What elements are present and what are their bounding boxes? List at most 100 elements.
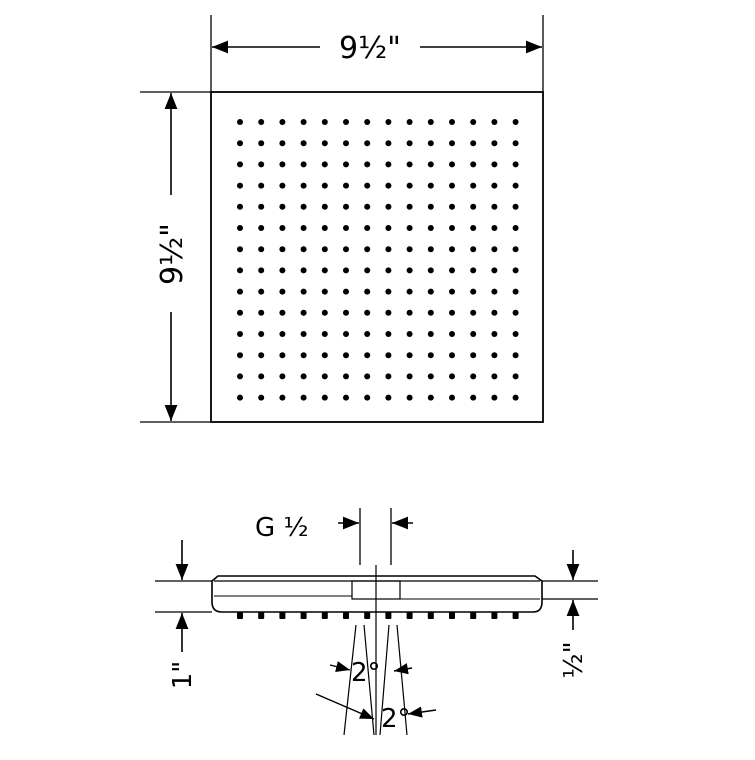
angle-upper-arrow-right xyxy=(393,663,413,675)
nozzle-dot xyxy=(449,373,455,380)
nozzle-dot xyxy=(512,288,519,295)
nozzle-dot xyxy=(258,331,265,337)
nozzle-dot xyxy=(237,161,243,168)
nozzle-dot xyxy=(237,331,243,337)
nozzle-dot xyxy=(406,309,413,316)
nozzle-dot xyxy=(427,225,434,231)
nozzle-dot xyxy=(364,331,371,337)
nozzle-dot xyxy=(512,246,519,253)
nozzle-dot xyxy=(491,331,498,337)
nozzle-dot xyxy=(343,331,349,337)
nozzle-dot xyxy=(237,203,243,210)
height-label: 9½" xyxy=(155,223,190,285)
nozzle-dot xyxy=(427,331,434,337)
nozzle-dot xyxy=(449,203,455,210)
nozzle-dot xyxy=(449,246,455,253)
nozzle-dot xyxy=(364,203,371,210)
side-view: G ½ 1" ½" 2° xyxy=(155,508,598,736)
nozzle-dot xyxy=(279,182,286,189)
nozzle-dot xyxy=(491,352,498,359)
nozzle-dot xyxy=(406,140,413,147)
nozzle-dot xyxy=(385,225,392,231)
nozzle-dot xyxy=(237,352,243,359)
nozzle-dot xyxy=(491,140,498,147)
nozzle-dot xyxy=(300,331,307,337)
nozzle-dot xyxy=(364,140,371,147)
nozzle-dot xyxy=(258,119,265,125)
nozzle-dot xyxy=(364,225,371,231)
angle-lower-label: 2° xyxy=(381,704,411,734)
nozzle-dot xyxy=(321,225,328,231)
nozzle-dot xyxy=(321,309,328,316)
nozzle-dot xyxy=(343,352,349,359)
nozzle-dot xyxy=(427,246,434,253)
bottom-nozzle xyxy=(364,612,371,619)
nozzle-dot xyxy=(279,246,286,253)
nozzle-dot xyxy=(343,182,349,189)
nozzle-dot xyxy=(406,394,413,401)
nozzle-dot xyxy=(449,182,455,189)
nozzle-dot xyxy=(449,352,455,359)
nozzle-dot xyxy=(427,119,434,125)
nozzle-dot xyxy=(364,352,371,359)
nozzle-dot xyxy=(364,161,371,168)
nozzle-dot xyxy=(321,182,328,189)
nozzle-dot xyxy=(385,140,392,147)
nozzle-dot xyxy=(279,352,286,359)
nozzle-dot xyxy=(321,267,328,274)
nozzle-dot xyxy=(258,246,265,253)
nozzle-dot xyxy=(300,288,307,295)
nozzle-dot xyxy=(385,119,392,125)
nozzle-dot xyxy=(427,161,434,168)
nozzle-dot xyxy=(237,225,243,231)
bottom-nozzles xyxy=(237,612,519,619)
nozzle-dot xyxy=(470,288,477,295)
nozzle-dot xyxy=(406,203,413,210)
nozzle-dot xyxy=(470,119,477,125)
nozzle-dot xyxy=(449,161,455,168)
nozzle-dot xyxy=(300,140,307,147)
nozzle-dot xyxy=(321,203,328,210)
bottom-nozzle xyxy=(449,612,455,619)
nozzle-dot xyxy=(258,267,265,274)
nozzle-dot xyxy=(385,161,392,168)
nozzle-dot xyxy=(512,225,519,231)
total-height-label: 1" xyxy=(168,661,198,690)
nozzle-dot xyxy=(237,309,243,316)
nozzle-dot xyxy=(406,331,413,337)
nozzle-dot xyxy=(470,331,477,337)
nozzle-dot xyxy=(279,225,286,231)
nozzle-dot xyxy=(512,140,519,147)
nozzle-dot xyxy=(343,203,349,210)
nozzle-dot xyxy=(258,373,265,380)
nozzle-dot xyxy=(491,182,498,189)
bottom-nozzle xyxy=(321,612,328,619)
nozzle-dot xyxy=(300,203,307,210)
nozzle-dot xyxy=(279,119,286,125)
nozzle-dot xyxy=(512,331,519,337)
bottom-nozzle xyxy=(427,612,434,619)
nozzle-dot xyxy=(406,161,413,168)
bottom-nozzle xyxy=(300,612,307,619)
plate-thickness-label: ½" xyxy=(559,641,589,678)
nozzle-dot xyxy=(491,373,498,380)
nozzle-dot xyxy=(491,246,498,253)
nozzle-dot xyxy=(385,352,392,359)
nozzle-dot xyxy=(237,246,243,253)
nozzle-dot xyxy=(300,267,307,274)
nozzle-dot xyxy=(343,119,349,125)
nozzle-dot xyxy=(470,373,477,380)
spray-line-outer-right xyxy=(396,624,408,736)
nozzle-dot xyxy=(512,309,519,316)
nozzle-dot xyxy=(300,246,307,253)
nozzle-dot xyxy=(427,140,434,147)
nozzle-dot xyxy=(300,225,307,231)
nozzle-dot xyxy=(321,331,328,337)
nozzle-dot xyxy=(491,394,498,401)
nozzle-dot xyxy=(321,246,328,253)
nozzle-dot xyxy=(258,309,265,316)
nozzle-dot xyxy=(343,394,349,401)
nozzle-dot xyxy=(300,309,307,316)
